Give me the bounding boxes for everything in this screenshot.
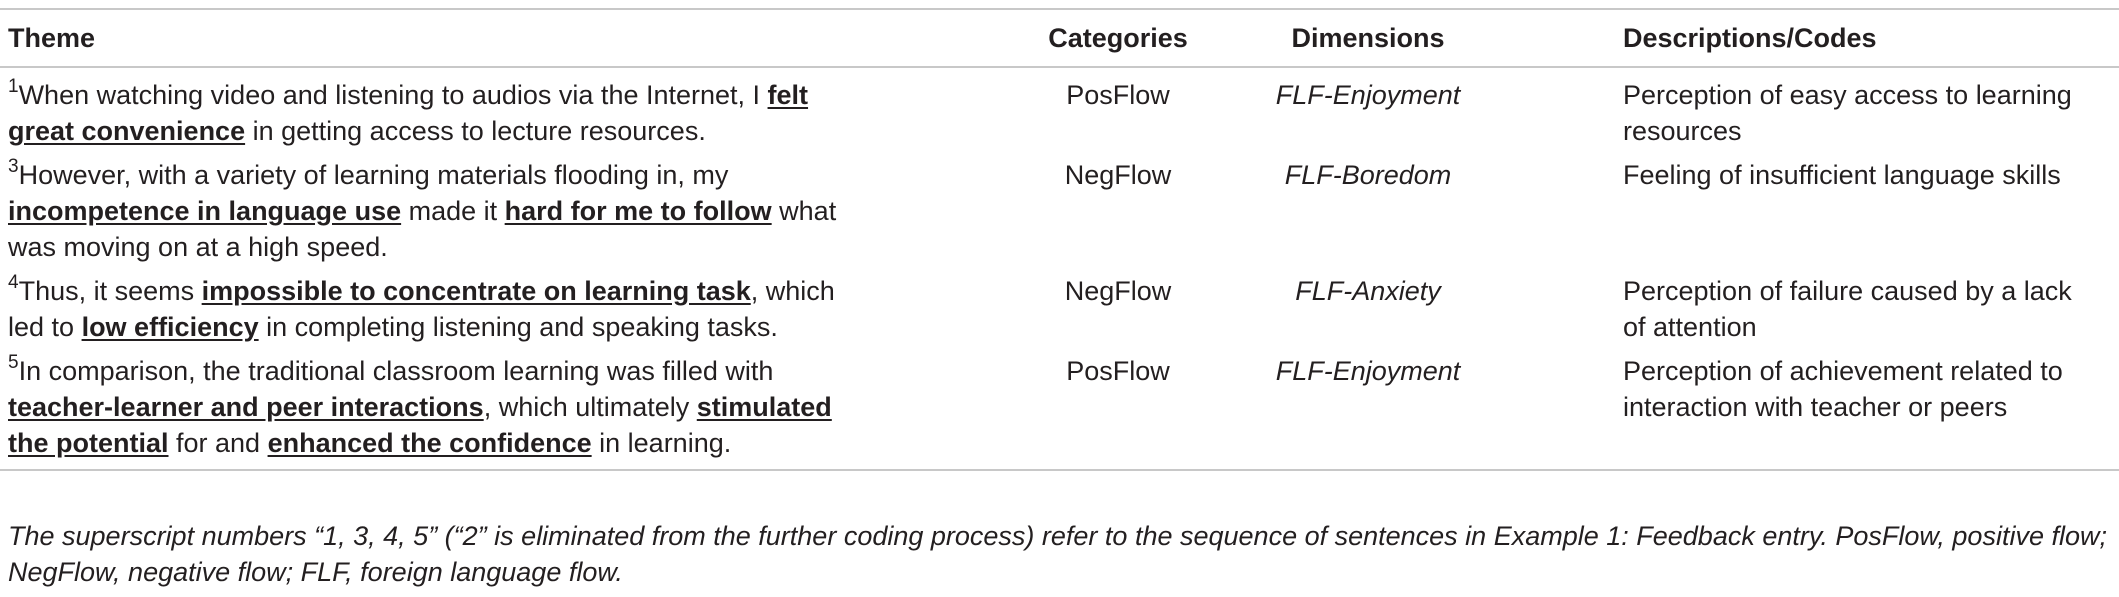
dimension-label: FLF-Enjoyment: [1275, 80, 1461, 110]
coded-phrase: stimulated the potential: [8, 392, 832, 458]
theme-text-segment: in completing listening and speaking tas…: [258, 312, 778, 342]
sentence-number: 4: [8, 272, 19, 293]
theme-text-segment: However, with a variety of learning mate…: [18, 160, 729, 190]
dimension-label: FLF-Enjoyment: [1275, 356, 1461, 386]
theme-cell: 4Thus, it seems impossible to concentrat…: [0, 273, 1018, 353]
dimension-cell: FLF-Enjoyment: [1218, 67, 1518, 157]
coded-phrase: felt great convenience: [8, 80, 809, 146]
category-cell: NegFlow: [1064, 160, 1172, 190]
table-row: 4Thus, it seems impossible to concentrat…: [0, 273, 2119, 353]
theme-cell: 1When watching video and listening to au…: [0, 67, 1018, 157]
description-cell: Feeling of insufficient language skills: [1518, 157, 2119, 273]
coded-phrase: teacher-learner and peer interactions: [8, 392, 484, 422]
category-cell: PosFlow: [1066, 80, 1170, 110]
coded-phrase: incompetence in language use: [8, 196, 402, 226]
description-cell: Perception of failure caused by a lack o…: [1518, 273, 2119, 353]
sentence-number: 5: [8, 352, 19, 373]
dimension-cell: FLF-Anxiety: [1218, 273, 1518, 353]
description-text: Perception of easy access to learning re…: [1623, 80, 2072, 146]
dimension-label: FLF-Anxiety: [1295, 276, 1441, 306]
theme-text-segment: made it: [401, 196, 505, 226]
coded-phrase: low efficiency: [81, 312, 259, 342]
theme-text-segment: , which led to: [8, 276, 835, 342]
theme-text-segment: Thus, it seems: [18, 276, 202, 306]
coded-phrase: enhanced the confidence: [267, 428, 592, 458]
table-row: 3However, with a variety of learning mat…: [0, 157, 2119, 273]
description-text: Perception of achievement related to int…: [1623, 356, 2063, 422]
description-cell: Perception of achievement related to int…: [1518, 353, 2119, 470]
dimension-cell: FLF-Boredom: [1218, 157, 1518, 273]
dimension-label: FLF-Boredom: [1284, 160, 1452, 190]
theme-text-segment: in getting access to lecture resources.: [245, 116, 706, 146]
coded-phrase: impossible to concentrate on learning ta…: [201, 276, 751, 306]
theme-text-segment: in learning.: [591, 428, 732, 458]
description-text: Perception of failure caused by a lack o…: [1623, 276, 2072, 342]
theme-cell: 3However, with a variety of learning mat…: [0, 157, 1018, 273]
header-theme: Theme: [8, 23, 96, 53]
theme-text-segment: , which ultimately: [483, 392, 697, 422]
table-row: 5In comparison, the traditional classroo…: [0, 353, 2119, 470]
category-cell: NegFlow: [1064, 276, 1172, 306]
header-descriptions: Descriptions/Codes: [1623, 23, 1877, 53]
category-cell: PosFlow: [1066, 356, 1170, 386]
header-dimensions: Dimensions: [1291, 23, 1445, 53]
table-body: 1When watching video and listening to au…: [0, 67, 2119, 470]
theme-cell: 5In comparison, the traditional classroo…: [0, 353, 1018, 470]
coding-table: Theme Categories Dimensions Descriptions…: [0, 8, 2119, 471]
theme-text-segment: for and: [168, 428, 268, 458]
theme-text-segment: In comparison, the traditional classroom…: [18, 356, 774, 386]
theme-sentence: 5In comparison, the traditional classroo…: [8, 353, 868, 461]
theme-text-segment: what was moving on at a high speed.: [8, 196, 837, 262]
description-cell: Perception of easy access to learning re…: [1518, 67, 2119, 157]
dimension-cell: FLF-Enjoyment: [1218, 353, 1518, 470]
table-row: 1When watching video and listening to au…: [0, 67, 2119, 157]
sentence-number: 3: [8, 156, 19, 177]
theme-sentence: 4Thus, it seems impossible to concentrat…: [8, 273, 868, 345]
sentence-number: 1: [8, 76, 19, 97]
header-categories: Categories: [1048, 23, 1188, 53]
coded-phrase: hard for me to follow: [504, 196, 772, 226]
theme-sentence: 3However, with a variety of learning mat…: [8, 157, 868, 265]
table-footnote: The superscript numbers “1, 3, 4, 5” (“2…: [8, 521, 2107, 587]
theme-text-segment: When watching video and listening to aud…: [18, 80, 768, 110]
table-header: Theme Categories Dimensions Descriptions…: [0, 9, 2119, 67]
description-text: Feeling of insufficient language skills: [1623, 160, 2061, 190]
theme-sentence: 1When watching video and listening to au…: [8, 77, 868, 149]
header-row: Theme Categories Dimensions Descriptions…: [0, 9, 2119, 67]
